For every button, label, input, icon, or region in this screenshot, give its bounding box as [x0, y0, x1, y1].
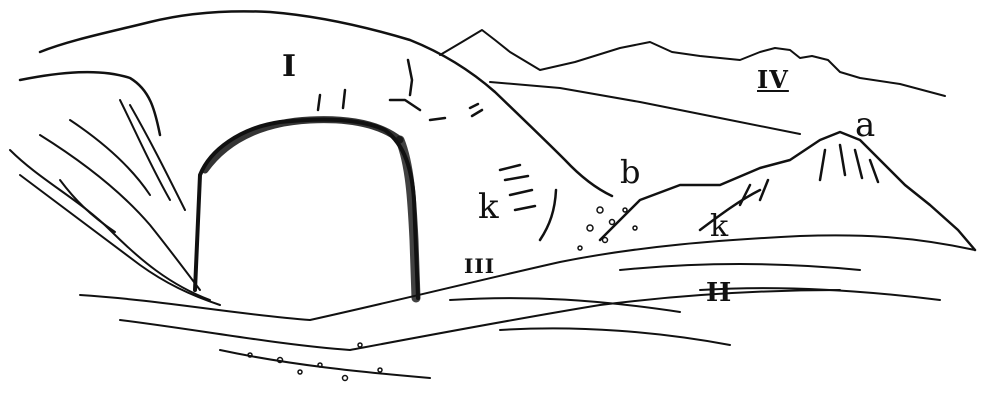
label-ridge-side: k	[710, 212, 728, 242]
label-arch-base: III	[464, 256, 495, 276]
label-peak: a	[855, 108, 875, 142]
label-distant-range: IV	[757, 68, 789, 92]
label-debris: b	[620, 156, 640, 188]
lower-strata	[80, 235, 975, 378]
peak-ridge	[600, 132, 975, 250]
label-arch-rock: I	[282, 52, 297, 82]
label-lower-stratum: II	[706, 280, 732, 306]
arch-rock	[20, 11, 612, 298]
left-folds	[10, 100, 220, 305]
label-arch-side: k	[478, 190, 499, 224]
